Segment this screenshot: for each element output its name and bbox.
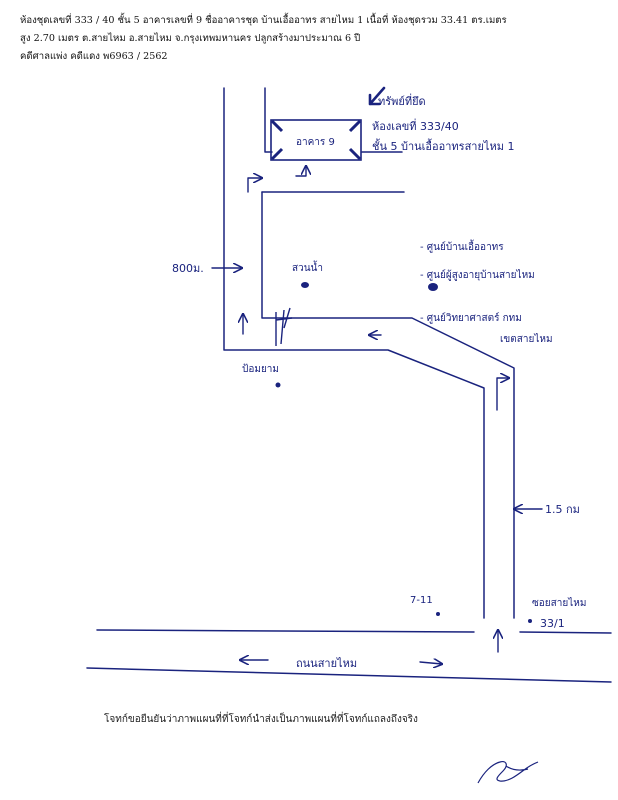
- road-inner-left: [264, 87, 273, 153]
- building-label: อาคาร 9: [296, 137, 335, 148]
- road-label: ถนนสายไหม: [296, 657, 357, 670]
- turn-arrow-icon: [247, 178, 262, 193]
- landmark-1: - ศูนย์บ้านเอื้ออาทร: [420, 239, 504, 253]
- pond-label: สวนน้ำ: [292, 260, 323, 274]
- soi-label: ซอยสายไหม: [532, 597, 586, 609]
- road-branch-top: [261, 151, 405, 193]
- distance-left-label: 800ม.: [172, 262, 204, 275]
- landmark-marker: [428, 283, 438, 291]
- road-outer-left: [223, 87, 485, 619]
- checkpoint-label: ป้อมยาม: [242, 363, 279, 375]
- road-inner-loop: [261, 191, 515, 619]
- landmark-3: - ศูนย์วิทยาศาสตร์ กทม: [420, 312, 522, 324]
- store-label: 7-11: [410, 595, 433, 606]
- footer-note: โจทก์ขอยืนยันว่าภาพแผนที่ที่โจทก์นำส่งเป…: [104, 714, 418, 725]
- soi-marker: [528, 619, 532, 623]
- distance-right-label: 1.5 กม: [545, 503, 580, 516]
- main-road-bottom-edge: [86, 667, 612, 683]
- turn-arrow-icon: [295, 166, 306, 177]
- checkpoint-marker: [275, 382, 281, 388]
- soi-number: 33/1: [540, 617, 565, 630]
- address-line-1: ห้องเลขที่ 333/40: [372, 118, 459, 133]
- signature: [477, 760, 539, 784]
- header-line-2: สูง 2.70 เมตร ต.สายไหม อ.สายไหม จ.กรุงเท…: [20, 33, 361, 44]
- address-line-2: ชั้น 5 บ้านเอื้ออาทรสายไหม 1: [372, 138, 514, 153]
- target-label: ทรัพย์ที่ยึด: [378, 93, 426, 108]
- target-arrow-icon: [368, 86, 386, 106]
- pond-marker: [301, 282, 309, 288]
- main-road-top-edge: [96, 629, 612, 634]
- document-header: ห้องชุดเลขที่ 333 / 40 ชั้น 5 อาคารเลขที…: [20, 12, 610, 66]
- landmark-4: เขตสายไหม: [500, 333, 553, 345]
- turn-arrow-icon: [496, 378, 509, 411]
- building-9: [270, 119, 362, 161]
- gate-icon: [275, 307, 293, 346]
- header-line-1: ห้องชุดเลขที่ 333 / 40 ชั้น 5 อาคารเลขที…: [20, 15, 507, 26]
- header-line-3: คดีศาลแพ่ง คดีแดง พ6963 / 2562: [20, 51, 168, 62]
- direction-arrow-icon: [419, 662, 442, 664]
- store-marker: [436, 612, 440, 616]
- landmark-2: - ศูนย์ผู้สูงอายุบ้านสายไหม: [420, 269, 535, 281]
